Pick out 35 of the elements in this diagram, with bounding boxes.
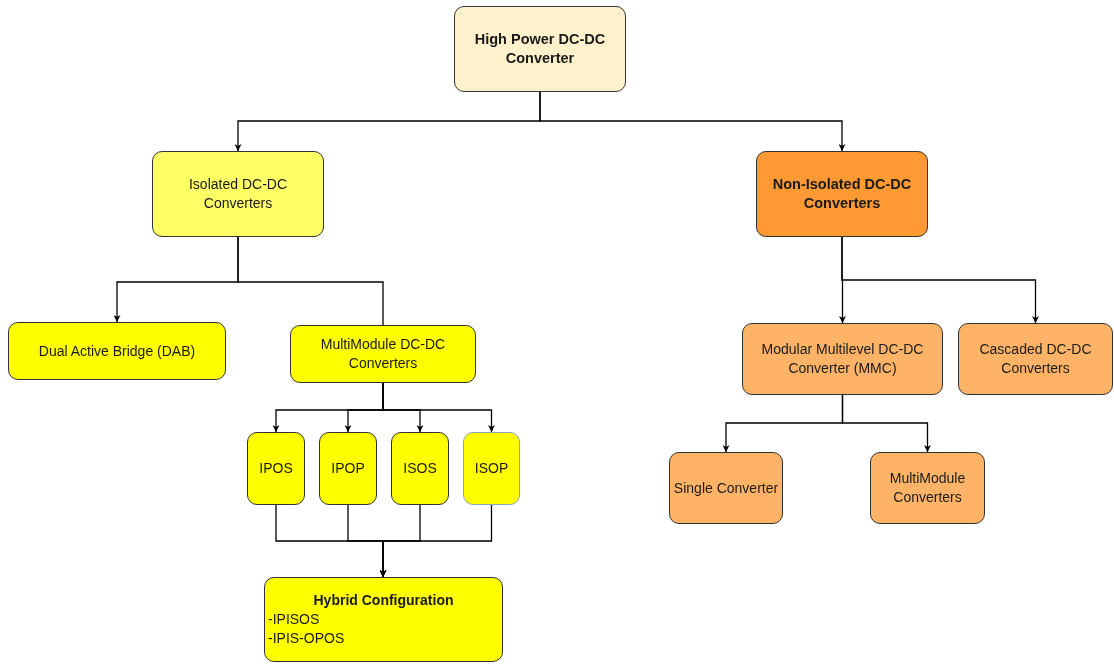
connector-arrow [841, 236, 1039, 324]
connector-arrow [382, 382, 495, 433]
rounded-box [319, 432, 377, 505]
box-label: Modular Multilevel DC-DC Converter (MMC) [760, 340, 925, 378]
box-label: IPOS [259, 459, 293, 478]
box-heading: Hybrid Configuration [312, 591, 455, 610]
rounded-box [8, 322, 226, 380]
box-label: IPOP [331, 459, 365, 478]
rounded-box [669, 452, 783, 524]
box-label: Non-Isolated DC-DC Converters [771, 175, 913, 213]
rounded-box [958, 323, 1113, 395]
rounded-box [152, 151, 324, 237]
rounded-box [247, 432, 305, 505]
box-label: -IPIS-OPOS [268, 629, 346, 648]
box-label: Dual Active Bridge (DAB) [38, 341, 196, 361]
connector-arrow [379, 504, 493, 578]
box-label: -IPISOS [268, 610, 321, 629]
rounded-box [742, 323, 943, 395]
rounded-box [264, 577, 503, 662]
box-label: Isolated DC-DC Converters [188, 175, 288, 213]
box-label: ISOP [474, 459, 509, 478]
connector-arrow [841, 394, 931, 453]
box-label: MultiModule DC-DC Converters [319, 335, 447, 373]
box-label: High Power DC-DC Converter [473, 30, 607, 68]
connector-arrow [539, 91, 846, 152]
box-label: ISOS [403, 459, 437, 478]
rounded-box [756, 151, 928, 237]
rounded-box [870, 452, 985, 524]
box-label: Cascaded DC-DC Converters [978, 340, 1093, 378]
box-label: MultiModule Converters [888, 469, 967, 507]
box-label: Single Converter [673, 478, 779, 498]
rounded-box [463, 432, 520, 505]
rounded-box [391, 432, 449, 505]
rounded-box [454, 6, 626, 92]
rounded-box [290, 325, 476, 383]
